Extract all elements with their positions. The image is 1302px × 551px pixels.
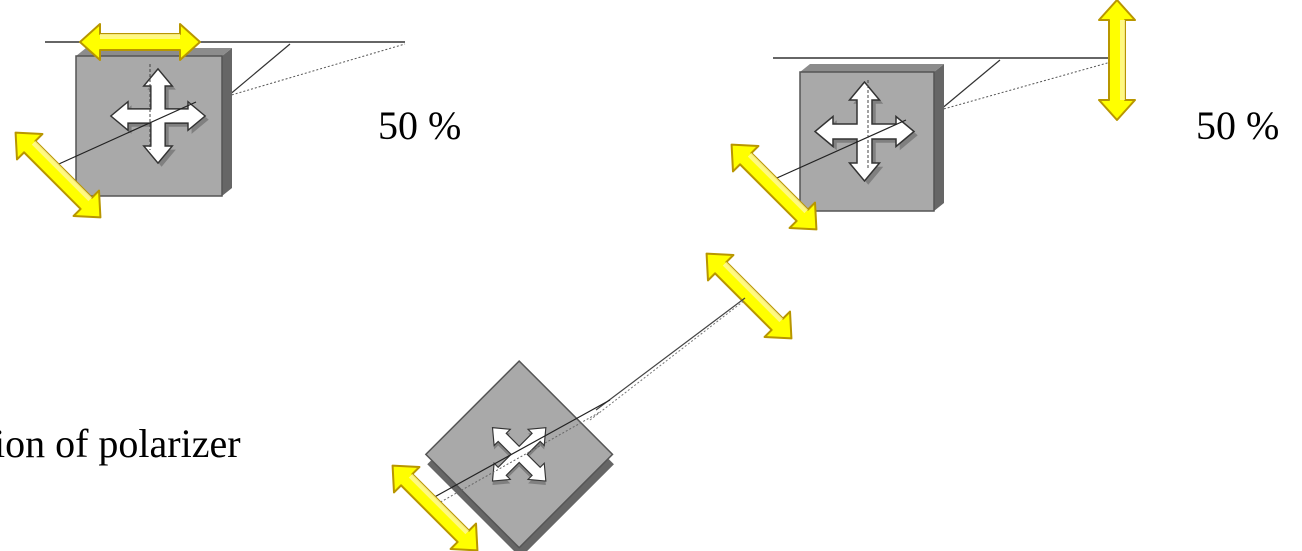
beam-line: [939, 59, 1001, 111]
beam-line: [595, 297, 746, 411]
vertical-polarization-arrow-icon: [1098, 0, 1136, 121]
beam-line: [589, 299, 746, 421]
polarizer-side: [222, 48, 232, 196]
beam-line: [939, 59, 1119, 111]
caption-text: ion of polarizer: [0, 421, 241, 466]
polarizer-top-edge: [800, 64, 944, 72]
beam-line: [419, 399, 611, 506]
polarizer-group-top-left: [1, 23, 406, 232]
polarizer-group-top-right: [717, 0, 1136, 244]
transmission-percent-right: 50 %: [1196, 103, 1280, 148]
beam-line: [49, 101, 197, 169]
transmission-percent-left: 50 %: [378, 103, 462, 148]
polarizer-group-bottom: [378, 359, 614, 551]
beam-line: [227, 43, 291, 97]
beam-line: [429, 411, 601, 509]
polarizer-side: [934, 64, 944, 211]
diagonal-polarization-arrow-icon: [692, 239, 806, 353]
beam-line: [767, 119, 907, 183]
beam-line: [227, 43, 406, 97]
